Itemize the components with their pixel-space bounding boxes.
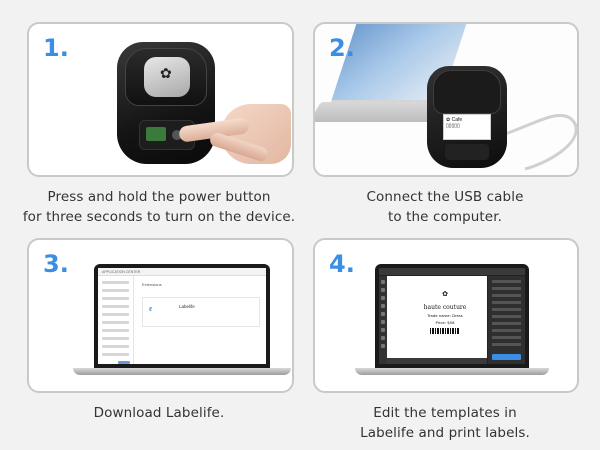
editor-toolbar [379, 268, 525, 276]
label-title: haute couture [423, 304, 467, 311]
editor-properties-panel [487, 276, 525, 364]
print-button[interactable] [492, 354, 521, 360]
web-page-main: Extensions ℓ Labelife [142, 282, 260, 327]
step-1-caption-line-1: Press and hold the power button [47, 189, 271, 205]
laptop-base [73, 368, 291, 375]
usb-cable-icon [504, 114, 577, 171]
step-2-caption-line-1: Connect the USB cable [366, 189, 524, 205]
step-1-card: 1. [27, 22, 294, 177]
hand-pressing-icon [178, 96, 291, 166]
label-printer-image [117, 42, 215, 164]
download-page-screen: APPLICATION CENTER Extensions ℓ Labelife [98, 268, 266, 364]
step-3-number: 3. [43, 250, 69, 278]
step-3-caption: Download Labelife. [14, 403, 304, 423]
web-page-header: APPLICATION CENTER [98, 268, 266, 276]
barcode-icon [430, 328, 460, 334]
step-4-caption: Edit the templates in Labelife and print… [300, 403, 590, 443]
label-editor-screen: ✿ haute couture Trade name: Dress Price:… [379, 268, 525, 364]
web-page-sidebar [98, 276, 134, 364]
step-3-card: 3. APPLICATION CENTER Extensions ℓ Label… [27, 238, 294, 393]
step-4-number: 4. [329, 250, 355, 278]
label-price: Price: $56 [435, 320, 455, 325]
label-preview: ✿ haute couture Trade name: Dress Price:… [419, 286, 471, 358]
labelife-logo-icon: ℓ [149, 307, 152, 313]
editor-tools-panel [379, 276, 387, 364]
label-logo-icon: ✿ [442, 290, 448, 298]
labelife-app-name: Labelife [179, 304, 195, 309]
step-4-card: 4. ✿ haute couture Trade name: Dress Pri… [313, 238, 579, 393]
laptop-image: APPLICATION CENTER Extensions ℓ Labelife [94, 264, 270, 368]
step-2-caption: Connect the USB cable to the computer. [300, 187, 590, 227]
label-trade-name: Trade name: Dress [427, 313, 463, 318]
step-3-caption-line-1: Download Labelife. [93, 405, 225, 421]
extensions-title: Extensions [142, 282, 162, 287]
step-1-caption: Press and hold the power button for thre… [14, 187, 304, 227]
step-2-card: 2. ✿ Cafe▯▯▯▯▯ [313, 22, 579, 177]
step-1-number: 1. [43, 34, 69, 62]
step-4-caption-line-2: Labelife and print labels. [360, 425, 530, 441]
labelife-app-card[interactable]: ℓ Labelife [142, 297, 260, 327]
editor-status-bar [387, 358, 487, 364]
step-1-caption-line-2: for three seconds to turn on the device. [22, 209, 296, 225]
connected-printer-image: ✿ Cafe▯▯▯▯▯ [427, 66, 507, 168]
laptop-base [355, 368, 549, 375]
step-2-number: 2. [329, 34, 355, 62]
step-4-caption-line-1: Edit the templates in [373, 405, 517, 421]
laptop-image: ✿ haute couture Trade name: Dress Price:… [375, 264, 529, 368]
step-2-caption-line-2: to the computer. [387, 209, 503, 225]
